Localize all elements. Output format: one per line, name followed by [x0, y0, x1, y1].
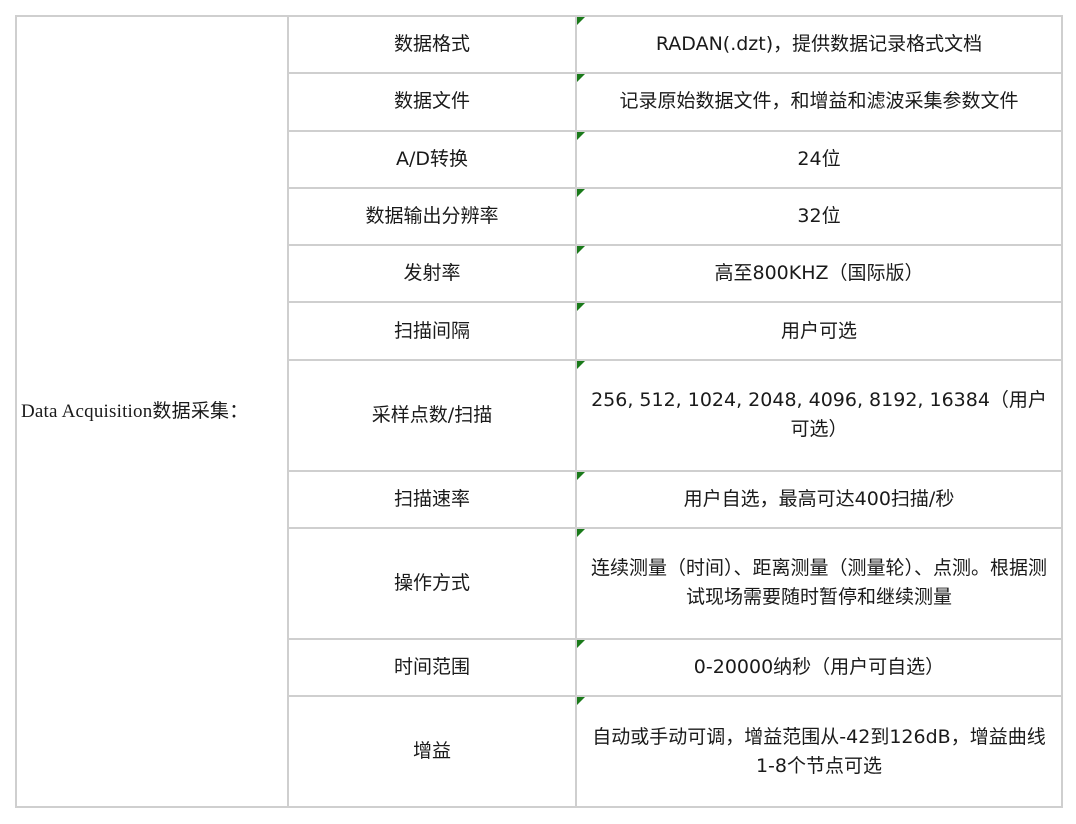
row-value: 256, 512, 1024, 2048, 4096, 8192, 16384（… [575, 358, 1063, 472]
table-row: 扫描速率 用户自选，最高可达400扫描/秒 [16, 469, 1063, 529]
table-row: 扫描间隔 用户可选 [16, 301, 1063, 361]
table-row: 采样点数/扫描 256, 512, 1024, 2048, 4096, 8192… [16, 358, 1063, 472]
row-label: 扫描间隔 [287, 301, 577, 361]
row-label: 数据输出分辨率 [287, 186, 577, 247]
cell-marker-icon [577, 188, 585, 197]
row-value: 自动或手动可调，增益范围从-42到126dB，增益曲线1-8个节点可选 [575, 695, 1063, 808]
row-value: 记录原始数据文件，和增益和滤波采集参数文件 [575, 72, 1063, 132]
row-label: 操作方式 [287, 526, 577, 640]
table-row: Data Acquisition数据采集： 数据格式 RADAN(.dzt)，提… [15, 14, 1063, 808]
row-value: 0-20000纳秒（用户可自选） [575, 637, 1063, 698]
row-label: 扫描速率 [287, 469, 577, 529]
cell-marker-icon [577, 697, 585, 705]
table-row: 发射率 高至800KHZ（国际版） [16, 244, 1063, 304]
cell-marker-icon [577, 528, 585, 537]
row-label: 时间范围 [287, 637, 577, 698]
row-label: A/D转换 [287, 129, 577, 189]
row-label: 增益 [287, 695, 577, 808]
row-value: 用户可选 [575, 301, 1063, 361]
row-label: 采样点数/扫描 [287, 358, 577, 472]
row-label: 数据格式 [287, 14, 577, 75]
row-value: 高至800KHZ（国际版） [575, 244, 1063, 304]
cell-marker-icon [577, 639, 585, 648]
row-value: 连续测量（时间）、距离测量（测量轮）、点测。根据测试现场需要随时暂停和继续测量 [575, 526, 1063, 640]
cell-marker-icon [577, 17, 585, 25]
row-value: RADAN(.dzt)，提供数据记录格式文档 [575, 14, 1063, 75]
row-label: 发射率 [287, 244, 577, 304]
row-value: 用户自选，最高可达400扫描/秒 [575, 469, 1063, 529]
cell-marker-icon [577, 360, 585, 369]
row-value: 24位 [575, 129, 1063, 189]
group-label: Data Acquisition数据采集： [15, 15, 289, 808]
table-row: 数据输出分辨率 32位 [16, 186, 1063, 247]
spec-table: Data Acquisition数据采集： 数据格式 RADAN(.dzt)，提… [15, 14, 1063, 808]
cell-marker-icon [577, 471, 585, 480]
table-row: 操作方式 连续测量（时间）、距离测量（测量轮）、点测。根据测试现场需要随时暂停和… [16, 526, 1063, 640]
row-value: 32位 [575, 186, 1063, 247]
cell-marker-icon [577, 303, 585, 312]
cell-marker-icon [577, 131, 585, 140]
cell-marker-icon [577, 246, 585, 255]
table-row: 时间范围 0-20000纳秒（用户可自选） [16, 637, 1063, 698]
row-label: 数据文件 [287, 72, 577, 132]
table-row: A/D转换 24位 [16, 129, 1063, 189]
table-row: 增益 自动或手动可调，增益范围从-42到126dB，增益曲线1-8个节点可选 [16, 695, 1063, 808]
cell-marker-icon [577, 74, 585, 83]
table-row: 数据文件 记录原始数据文件，和增益和滤波采集参数文件 [16, 72, 1063, 132]
